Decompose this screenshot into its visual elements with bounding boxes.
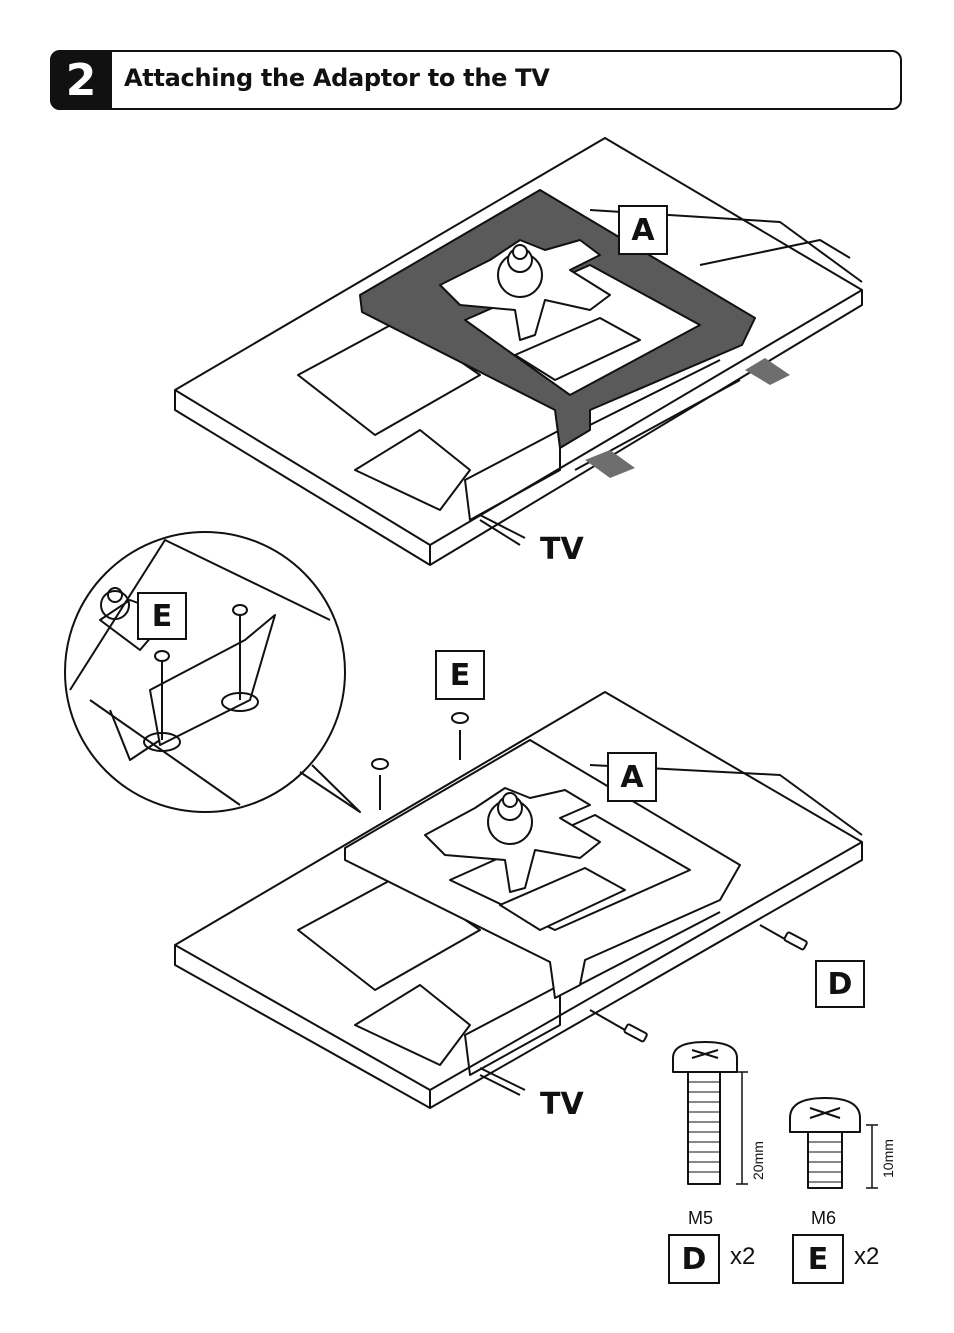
zoom-detail	[64, 531, 361, 813]
screw-e-drawing	[789, 1097, 878, 1189]
hardware-qty-e: x2	[854, 1243, 880, 1270]
adaptor-plate-bottom	[344, 739, 741, 999]
label-e-main: E	[435, 650, 485, 700]
screw-d-drawing	[672, 1041, 748, 1185]
step-title: Attaching the Adaptor to the TV	[124, 64, 550, 92]
screw-e-size: M6	[811, 1208, 837, 1228]
tv-label-bottom: TV	[540, 1087, 584, 1122]
label-a-top: A	[618, 205, 668, 255]
screw-d-length: 20mm	[750, 1141, 766, 1180]
step-number: 2	[50, 50, 112, 110]
screw-e-length: 10mm	[880, 1139, 896, 1178]
step-header: 2 Attaching the Adaptor to the TV	[50, 50, 902, 110]
hardware-qty-d: x2	[730, 1243, 756, 1270]
tv-label-top: TV	[540, 532, 584, 567]
screw-d-size: M5	[688, 1208, 714, 1228]
hardware-label-d: D	[668, 1234, 720, 1284]
hardware-label-e: E	[792, 1234, 844, 1284]
label-e-zoom: E	[137, 592, 187, 640]
label-d-main: D	[815, 960, 865, 1008]
label-a-bottom: A	[607, 752, 657, 802]
